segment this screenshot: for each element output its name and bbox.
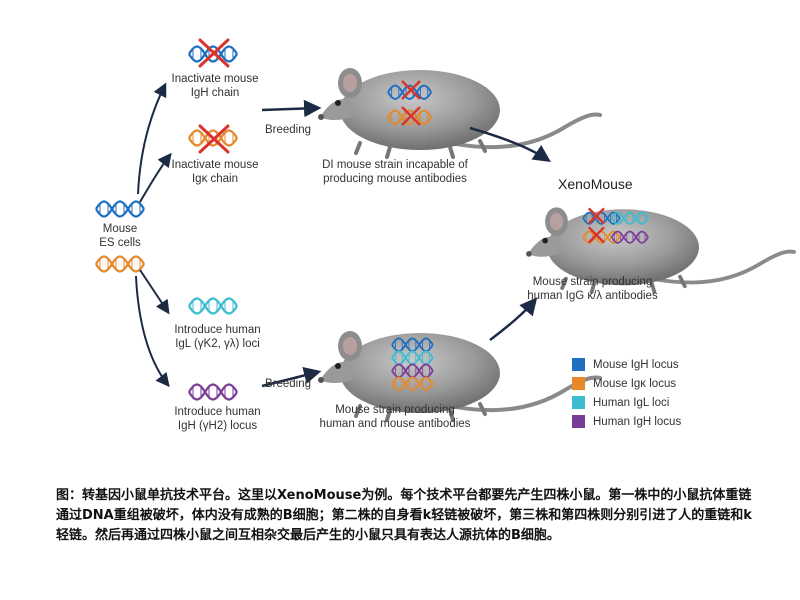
legend-label: Mouse IgH locus: [593, 358, 679, 371]
arrow-to-igk: [139, 152, 172, 203]
breeding-arrow-top: [261, 99, 322, 118]
legend-label: Human IgL loci: [593, 396, 670, 409]
legend-label: Mouse Igκ locus: [593, 377, 677, 390]
es-mouse-igk-helix: [94, 255, 146, 273]
legend-swatch: [572, 358, 585, 371]
label-line: human and mouse antibodies: [319, 418, 471, 430]
label-line: Mouse: [102, 223, 138, 235]
breeding-arrow-bottom: [261, 366, 322, 388]
legend-item-human-igl: Human IgL loci: [572, 393, 681, 412]
introduce-igh-label: Introduce human IgH (γH2) locus: [160, 405, 275, 433]
introduce-igl-label: Introduce human IgL (γK2, γλ) loci: [160, 323, 275, 351]
legend-swatch: [572, 396, 585, 409]
label-line: Inactivate mouse: [171, 159, 259, 171]
cross-icon: [198, 124, 230, 154]
label-line: Igκ chain: [191, 173, 239, 185]
xenomouse-illustration: [524, 205, 796, 294]
xenomouse-title: XenoMouse: [558, 176, 633, 192]
legend-item-mouse-igh: Mouse IgH locus: [572, 355, 681, 374]
legend: Mouse IgH locus Mouse Igκ locus Human Ig…: [572, 355, 681, 431]
legend-item-human-igh: Human IgH locus: [572, 412, 681, 431]
label-line: ES cells: [99, 237, 141, 249]
label-line: Mouse strain producing: [532, 276, 653, 288]
arrow-to-human-igh: [135, 275, 170, 388]
breeding-label-top: Breeding: [264, 124, 312, 136]
inactivate-igh-label: Inactivate mouse IgH chain: [160, 72, 270, 100]
label-line: Introduce human: [174, 324, 261, 336]
legend-swatch: [572, 415, 585, 428]
breeding-label-bottom: Breeding: [264, 378, 312, 390]
es-cells-label: Mouse ES cells: [90, 222, 150, 250]
di-mouse-illustration: [316, 66, 602, 159]
label-line: DI mouse strain incapable of: [322, 159, 468, 171]
label-line: IgL (γK2, γλ) loci: [175, 338, 260, 350]
mixed-mouse-label: Mouse strain producing human and mouse a…: [300, 403, 490, 431]
legend-label: Human IgH locus: [593, 415, 682, 428]
human-igh-helix: [187, 383, 239, 401]
label-line: Introduce human: [174, 406, 261, 418]
arrow-mixed-to-xeno: [489, 297, 538, 341]
figure-caption: 图：转基因小鼠单抗技术平台。这里以XenoMouse为例。每个技术平台都要先产生…: [56, 488, 752, 543]
human-igl-helix: [187, 297, 239, 315]
arrow-to-igl: [139, 269, 170, 315]
legend-swatch: [572, 377, 585, 390]
es-mouse-igh-helix: [94, 200, 146, 218]
xenomouse-desc: Mouse strain producing human IgG κ/λ ant…: [510, 275, 675, 303]
label-line: Inactivate mouse: [171, 73, 259, 85]
label-line: producing mouse antibodies: [323, 173, 467, 185]
label-line: Mouse strain producing: [335, 404, 455, 416]
label-line: IgH chain: [190, 87, 240, 99]
label-line: human IgG κ/λ antibodies: [527, 290, 658, 302]
inactivate-igk-label: Inactivate mouse Igκ chain: [160, 158, 270, 186]
label-line: IgH (γH2) locus: [177, 420, 258, 432]
arrow-di-to-xeno: [469, 126, 551, 162]
cross-icon: [198, 38, 230, 68]
arrow-to-igh: [137, 82, 167, 195]
di-mouse-label: DI mouse strain incapable of producing m…: [300, 158, 490, 186]
legend-item-mouse-igk: Mouse Igκ locus: [572, 374, 681, 393]
